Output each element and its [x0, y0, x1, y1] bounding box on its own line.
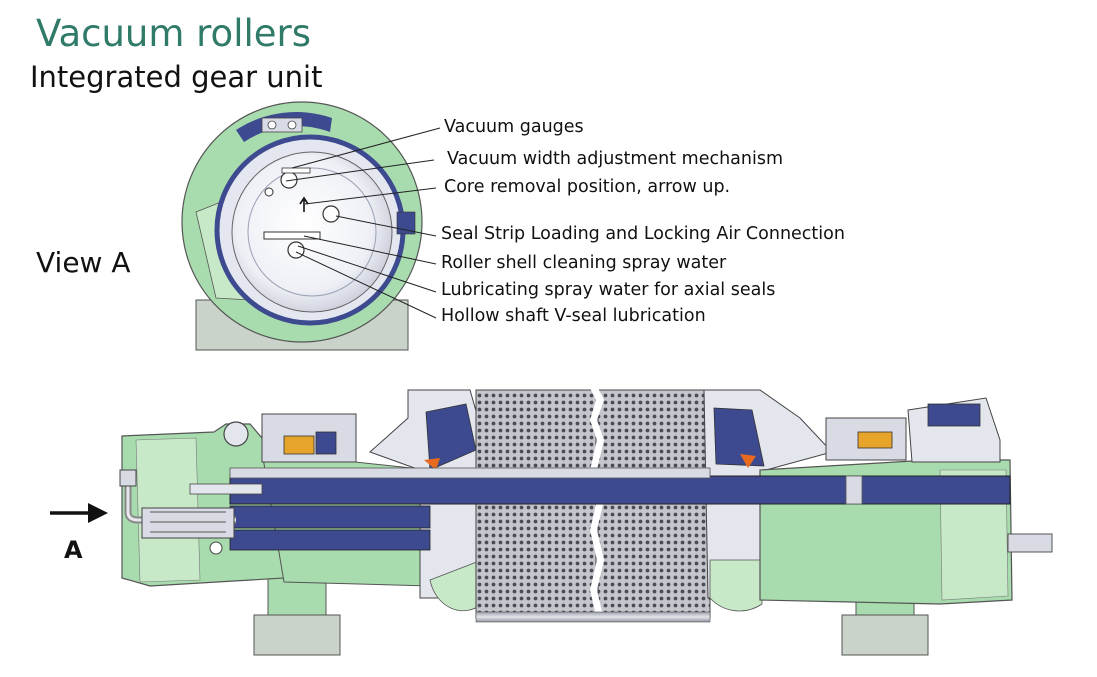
callout-v-seal-lubrication: Hollow shaft V-seal lubrication [441, 306, 706, 326]
callout-axial-seal-lubrication: Lubricating spray water for axial seals [441, 280, 776, 300]
callout-shell-cleaning-spray: Roller shell cleaning spray water [441, 253, 727, 273]
diagram-subtitle: Integrated gear unit [30, 60, 323, 94]
view-a-arrow-label: A [64, 536, 83, 564]
view-a-arrow-icon [50, 503, 108, 523]
core-arrow-up-icon [299, 196, 309, 212]
left-foot [253, 614, 341, 656]
end-view-drawing [181, 101, 423, 351]
section-view-drawing [119, 388, 1053, 656]
callout-core-removal-position: Core removal position, arrow up. [444, 177, 731, 197]
callout-seal-strip-air-connection: Seal Strip Loading and Locking Air Conne… [441, 224, 845, 244]
diagram-title: Vacuum rollers [36, 12, 312, 55]
callout-leader-lines [285, 127, 441, 319]
right-foot [841, 614, 929, 656]
hollow-shaft [229, 475, 1011, 505]
callout-vacuum-width-adjustment: Vacuum width adjustment mechanism [447, 149, 784, 169]
shaft-end [1007, 533, 1053, 553]
callout-vacuum-gauges: Vacuum gauges [444, 117, 584, 137]
view-a-label: View A [36, 246, 131, 279]
